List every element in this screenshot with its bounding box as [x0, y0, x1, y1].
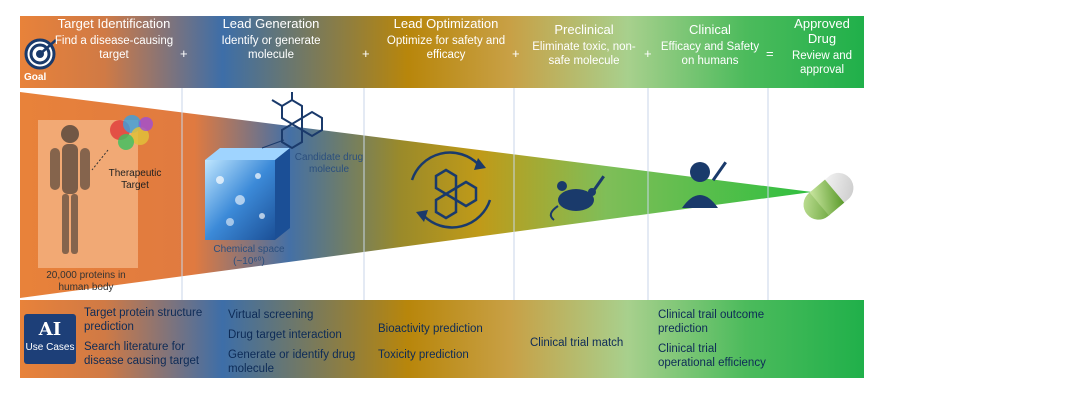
goal-label: Goal	[24, 72, 47, 83]
stage-description: Eliminate toxic, non-safe molecule	[532, 41, 636, 67]
ai-case-item: Search literature for disease causing ta…	[84, 341, 200, 367]
candidate-molecule-label: Candidate drug molecule	[294, 152, 364, 175]
stage-target-identification: Target Identification Find a disease-cau…	[52, 16, 176, 88]
operator-plus: +	[512, 46, 520, 61]
approved-drug-pill-icon	[803, 172, 854, 220]
stage-header-band	[20, 16, 864, 88]
proteins-label: 20,000 proteins in human body	[46, 270, 126, 293]
ai-case-item: Virtual screening	[228, 309, 314, 321]
stage-approved-drug: Approved Drug Review and approval	[786, 16, 858, 88]
stage-lead-optimization: Lead Optimization Optimize for safety an…	[384, 16, 508, 88]
ai-case-item: Bioactivity prediction	[378, 323, 483, 335]
stage-description: Efficacy and Safety on humans	[660, 41, 760, 67]
stage-description: Optimize for safety and efficacy	[386, 35, 506, 61]
stage-lead-generation: Lead Generation Identify or generate mol…	[206, 16, 336, 88]
stage-title: Preclinical	[554, 22, 614, 37]
optimization-cycle-icon	[410, 151, 492, 229]
stage-title: Lead Generation	[222, 16, 320, 31]
goal-icon: Goal	[24, 38, 60, 83]
lab-mouse-icon	[549, 175, 605, 221]
operator-plus: +	[644, 46, 652, 61]
candidate-molecule-icon	[271, 92, 323, 150]
therapeutic-target-label: Therapeutic Target	[108, 168, 162, 191]
ai-badge-subtitle: Use Cases	[25, 342, 75, 353]
patient-icon	[682, 161, 727, 208]
ai-case-item: Clinical trail outcome prediction	[658, 309, 765, 335]
ai-cases-target-identification: Target protein structure prediction Sear…	[84, 306, 204, 368]
stage-description: Review and approval	[791, 50, 853, 76]
ai-case-item: Generate or identify drug molecule	[228, 349, 356, 375]
ai-use-cases-band	[20, 300, 864, 378]
stage-title: Lead Optimization	[393, 16, 499, 31]
stage-title: Target Identification	[57, 16, 171, 31]
stage-description: Find a disease-causing target	[54, 35, 174, 61]
ai-cases-lead-optimization: Bioactivity prediction Toxicity predicti…	[378, 322, 508, 362]
ai-case-item: Clinical trial match	[530, 337, 624, 349]
stage-title: Clinical	[689, 22, 731, 37]
chemical-space-cube	[205, 148, 290, 240]
ai-case-item: Toxicity prediction	[378, 349, 469, 361]
chemical-space-label-line2: (~10⁶⁰)	[233, 256, 265, 267]
ai-cases-preclinical: Clinical trial match	[530, 336, 648, 350]
ai-cases-clinical: Clinical trail outcome prediction Clinic…	[658, 308, 776, 370]
stage-title: Approved Drug	[794, 16, 850, 46]
ai-case-item: Drug target interaction	[228, 329, 342, 341]
protein-structure-icon	[110, 115, 153, 150]
operator-equals: =	[766, 46, 774, 61]
ai-case-item: Clinical trial operational efficiency	[658, 343, 766, 369]
ai-use-cases-badge: AI Use Cases	[24, 314, 76, 364]
chemical-space-label: Chemical space (~10⁶⁰)	[204, 244, 294, 268]
ai-case-item: Target protein structure prediction	[84, 307, 203, 333]
stage-preclinical: Preclinical Eliminate toxic, non-safe mo…	[528, 16, 640, 88]
operator-plus: +	[180, 46, 188, 61]
stage-description: Identify or generate molecule	[221, 35, 321, 61]
stage-clinical: Clinical Efficacy and Safety on humans	[656, 16, 764, 88]
chemical-space-label-line1: Chemical space	[213, 244, 285, 255]
human-body-illustration	[38, 120, 138, 268]
ai-badge-title: AI	[38, 319, 62, 340]
operator-plus: +	[362, 46, 370, 61]
ai-cases-lead-generation: Virtual screening Drug target interactio…	[228, 308, 358, 376]
